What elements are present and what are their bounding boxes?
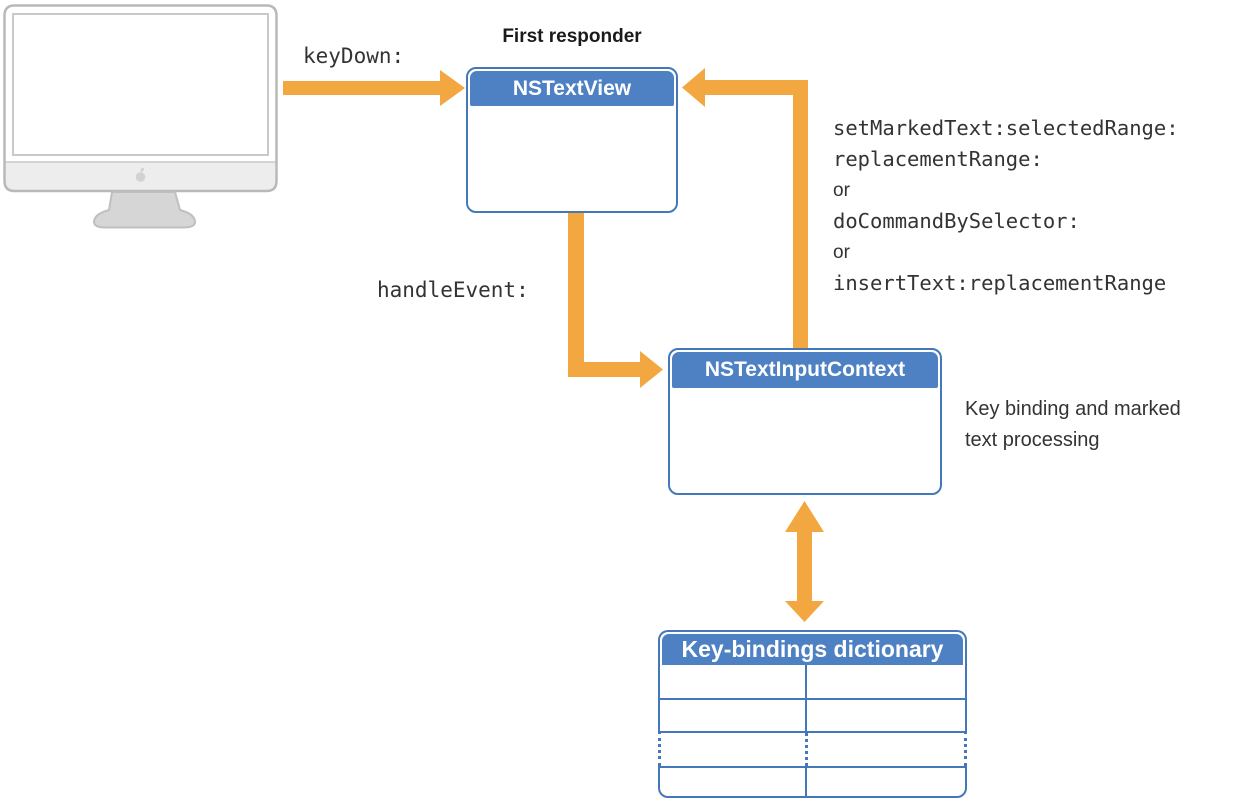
callback-line: setMarkedText:selectedRange: (833, 116, 1179, 140)
dictionary-double-arrow (785, 501, 824, 622)
handleevent-message-label: handleEvent: (377, 278, 529, 302)
callback-line: replacementRange: (833, 147, 1043, 171)
dictionary-table-row (658, 698, 967, 731)
dictionary-column-divider (805, 700, 807, 731)
nstextview-header: NSTextView (470, 71, 674, 106)
nstextview-box: NSTextView (466, 67, 678, 213)
nstextview-title: NSTextView (512, 76, 632, 100)
dictionary-table-row (658, 766, 967, 798)
callback-line: insertText:replacementRange (833, 271, 1167, 295)
nstextinputcontext-title: NSTextInputContext (704, 358, 906, 381)
callback-line: doCommandBySelector: (833, 209, 1080, 233)
dictionary-column-divider (805, 665, 807, 698)
dictionary-header: Key-bindings dictionary (658, 630, 967, 665)
keydown-arrow (283, 70, 465, 106)
dictionary-title: Key-bindings dictionary (681, 636, 944, 662)
handleevent-arrow (568, 213, 663, 388)
monitor-border (3, 4, 278, 193)
key-bindings-dictionary-box: Key-bindings dictionary (658, 630, 967, 798)
monitor-stand (92, 191, 197, 229)
mac-display-icon (3, 4, 278, 229)
dictionary-column-divider (805, 733, 808, 766)
nstextinputcontext-box: NSTextInputContext (668, 348, 942, 495)
dictionary-table-row-ellipsis (658, 731, 967, 766)
first-responder-label: First responder (502, 26, 642, 47)
apple-logo-icon (135, 167, 146, 182)
callback-line-or: or (833, 180, 850, 201)
callback-method-lines: setMarkedText:selectedRange: replacement… (833, 113, 1179, 299)
nstextinputcontext-header: NSTextInputContext (672, 352, 938, 388)
callback-line-or: or (833, 242, 850, 263)
keydown-message-label: keyDown: (303, 44, 405, 68)
monitor-screen (12, 13, 269, 156)
context-note-label: Key binding and marked text processing (965, 398, 1181, 451)
callback-arrow (682, 68, 808, 348)
dictionary-column-divider (805, 768, 807, 796)
dictionary-table-row (658, 665, 967, 698)
